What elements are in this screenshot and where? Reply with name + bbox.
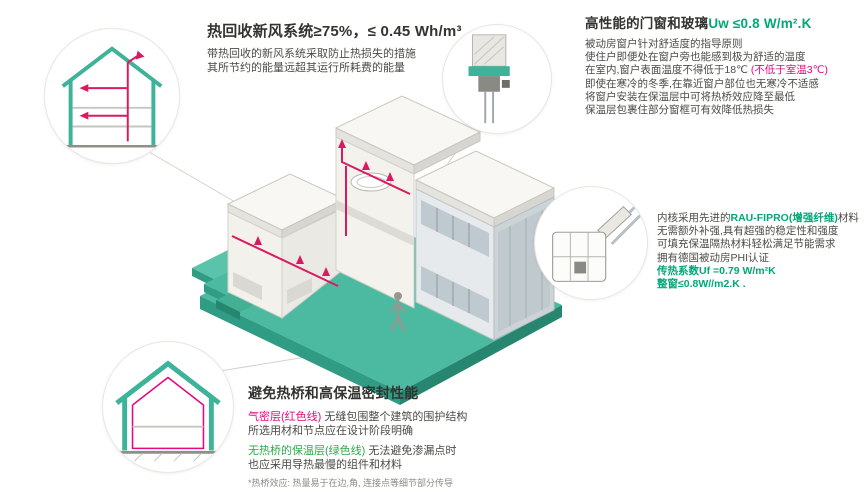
profile-chambers xyxy=(552,232,606,282)
windows-temp-note: (不低于室温3℃) xyxy=(750,64,828,77)
house-tall-block xyxy=(334,95,482,309)
window-frame xyxy=(478,76,500,92)
bridge-line2: 也应采用导热最慢的组件和材料 xyxy=(248,459,402,471)
windows-desc-line: 使住户即便处在窗户旁也能感到极为舒适的温度 xyxy=(585,51,806,64)
windows-desc-line: 保温层包裹住部分窗框可有效降低热损失 xyxy=(585,104,774,117)
bridge-line: 无热桥的保温层(绿色线) 无法避免渗漏点时 xyxy=(248,444,578,458)
profile-uf-value: 传热系数Uf =0.79 W/m²K xyxy=(657,264,776,277)
windows-title: 高性能的门窗和玻璃Uw ≤0.8 W/m².K xyxy=(585,12,863,32)
profile-desc-line: 可填充保温隔热材料轻松满足节能需求 xyxy=(657,238,836,251)
ventilation-text-block: 热回收新风系统≥75%，≤ 0.45 Wh/m³ 带热回收的新风系统采取防止热损… xyxy=(207,20,517,75)
ventilation-desc-line: 其所节约的能量远超其运行所耗费的能量 xyxy=(207,62,405,74)
thermal-text-block: 避免热桥和高保温密封性能 气密层(红色线) 无缝包围整个建筑的围护结构 所选用材… xyxy=(248,383,578,489)
window-install-detail-circle xyxy=(442,24,552,134)
bridge-label: 无热桥的保温层(绿色线) xyxy=(248,445,366,457)
ground-hatch xyxy=(114,452,222,462)
windows-temp-text: 在室内,窗户表面温度不得低于18℃ xyxy=(585,64,751,77)
window-profile-section xyxy=(552,203,645,282)
thermal-footnote: *热桥效应: 热量易于在边,角, 连接点等细节部分传导 xyxy=(248,478,454,488)
airtight-line2: 所选用材和节点应在设计阶段明确 xyxy=(248,425,413,437)
bathtub xyxy=(350,172,392,192)
airtight-label: 气密层(红色线) xyxy=(248,411,322,423)
kitchen-counter xyxy=(233,272,262,300)
wall-cross-section xyxy=(468,34,510,124)
airflow-arrows xyxy=(79,50,145,120)
windows-desc-line: 即使在寒冷的冬季,在靠近窗户部位也无寒冷不适感 xyxy=(585,77,819,90)
profile-material-name: RAU-FIPRO(增强纤维) xyxy=(730,212,838,224)
ventilation-desc-line: 带热回收的新风系统采取防止热损失的措施 xyxy=(207,48,416,60)
airflow-arrow-icons xyxy=(254,139,394,276)
windows-title-value: Uw ≤0.8 W/m².K xyxy=(708,16,812,31)
profile-desc-line: 无需额外补强,具有超强的稳定性和强度 xyxy=(657,225,839,238)
airtight-text: 无缝包围整个建筑的围护结构 xyxy=(321,411,468,423)
profile-desc-line: 拥有德国被动房PHI认证 xyxy=(657,251,770,264)
interior-cabinet xyxy=(287,278,312,304)
profile-desc-line: 内核采用先进的RAU-FIPRO(增强纤维)材料 xyxy=(657,212,865,225)
airtight-layer-line xyxy=(131,376,205,450)
profile-core-text-tail: 材料 xyxy=(837,212,859,224)
window-profile-icon xyxy=(552,203,645,282)
ventilation-section-icon xyxy=(58,46,166,148)
house-section-outline xyxy=(61,46,163,146)
profile-text-block: 内核采用先进的RAU-FIPRO(增强纤维)材料 无需额外补强,具有超强的稳定性… xyxy=(657,212,865,291)
floor-slab xyxy=(336,200,414,246)
window-mullions-front xyxy=(436,208,470,313)
thermal-envelope-circle xyxy=(102,341,234,473)
glazing-lines xyxy=(484,91,495,124)
profile-uw-value: 整窗≤0.8W//m2.K . xyxy=(657,278,746,291)
window-install-icon xyxy=(468,34,510,124)
floor-lines xyxy=(72,106,152,128)
window-profile-circle xyxy=(534,186,648,300)
profile-core-text: 内核采用先进的 xyxy=(657,212,731,224)
thermal-title: 避免热桥和高保温密封性能 xyxy=(248,385,419,401)
insulation-envelope-line xyxy=(115,360,221,451)
airtight-line: 气密层(红色线) 无缝包围整个建筑的围护结构 xyxy=(248,410,578,424)
fipro-core xyxy=(574,261,587,274)
ventilation-ducts xyxy=(231,139,411,287)
windows-desc-line: 在室内,窗户表面温度不得低于18℃ (不低于室温3℃) xyxy=(585,64,863,77)
bridge-text: 无法避免渗漏点时 xyxy=(365,445,457,457)
windows-text-block: 高性能的门窗和玻璃Uw ≤0.8 W/m².K 被动房窗户针对舒适度的指导原则 … xyxy=(585,12,863,117)
ventilation-detail-circle xyxy=(44,28,180,164)
insulation-layer xyxy=(468,66,510,77)
person-figure xyxy=(389,292,407,332)
thermal-envelope-icon xyxy=(110,360,226,462)
ventilation-title: 热回收新风系统≥75%，≤ 0.45 Wh/m³ xyxy=(207,23,462,40)
house-left-block xyxy=(226,173,346,320)
windows-desc-line: 将窗户安装在保温层中可将热桥效应降至最低 xyxy=(585,90,795,103)
windows-title-main: 高性能的门窗和玻璃 xyxy=(585,16,709,31)
duct-and-airflow xyxy=(88,53,141,142)
windows-desc-line: 被动房窗户针对舒适度的指导原则 xyxy=(585,38,743,50)
